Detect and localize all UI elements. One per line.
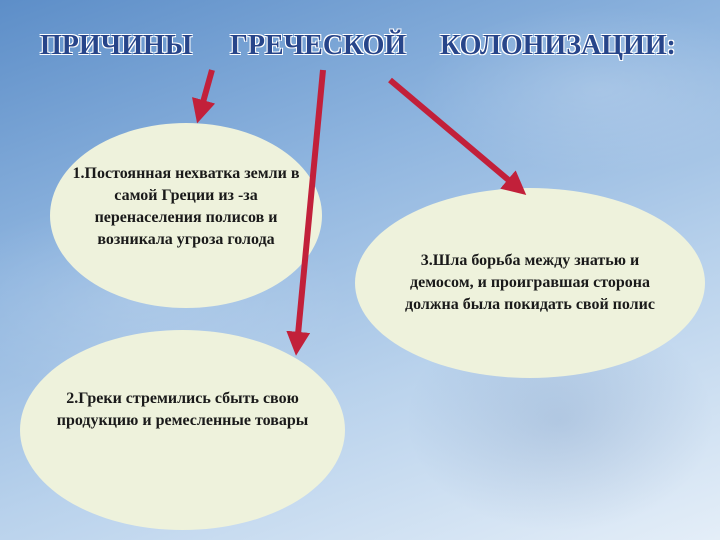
page-title: ПРИЧИНЫ ГРЕЧЕСКОЙ КОЛОНИЗАЦИИ:	[0, 30, 720, 70]
title-word-1: ПРИЧИНЫ	[40, 30, 193, 61]
arrow-to-cause-1	[191, 69, 216, 124]
title-word-2: ГРЕЧЕСКОЙ	[230, 30, 407, 61]
cause-2-text: 2.Греки стремились сбыть свою продукцию …	[56, 390, 309, 429]
cause-1-ellipse: 1.Постоянная нехватка земли в самой Грец…	[50, 123, 322, 308]
title-word-3: КОЛОНИЗАЦИИ:	[440, 30, 676, 61]
cause-1-text: 1.Постоянная нехватка земли в самой Грец…	[72, 164, 300, 248]
cause-3-ellipse: 3.Шла борьба между знатью и демосом, и п…	[355, 188, 705, 378]
cause-3-text: 3.Шла борьба между знатью и демосом, и п…	[405, 252, 655, 313]
arrow-to-cause-2	[286, 69, 326, 356]
cause-2-ellipse: 2.Греки стремились сбыть свою продукцию …	[20, 330, 345, 530]
arrow-to-cause-3	[388, 77, 527, 195]
